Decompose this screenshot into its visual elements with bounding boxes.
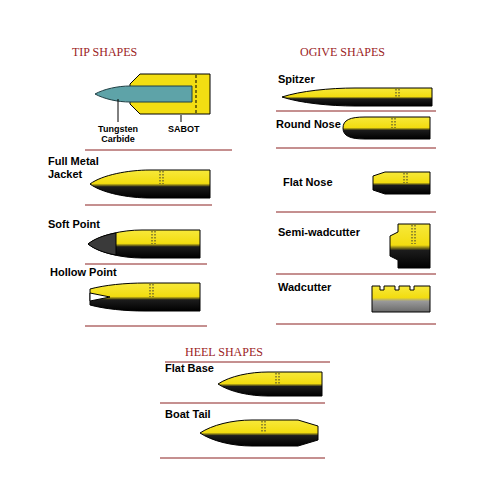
cannelure [396,89,397,97]
separator-line [276,324,436,325]
cannelure [152,231,153,244]
cannelure [415,225,416,244]
separator-line [85,205,212,206]
shape-label: Flat Nose [283,176,333,189]
bullet-shape [218,372,322,396]
hollow-cavity [90,293,110,301]
separator-line [276,274,436,275]
cannelure [404,173,405,183]
penetrator-shape [95,86,192,102]
shape-label: Full Metal Jacket [48,155,110,181]
cannelure [276,373,277,384]
bullet-shape [90,283,200,311]
separator-line [276,148,436,149]
shape-label: Spitzer [278,73,315,86]
cannelure [155,231,156,244]
separator-line [85,150,232,151]
shape-label: Round Nose [276,118,341,131]
cannelure [279,373,280,384]
cannelure [262,421,263,433]
cannelure [163,171,164,184]
part-label: Tungsten Carbide [94,124,142,144]
separator-line [85,264,207,265]
shape-label: Semi-wadcutter [278,226,360,239]
heel-bullets [200,372,322,446]
lead-tip [88,233,116,255]
cannelure [265,421,266,433]
cannelure [160,171,161,184]
cannelure [407,173,408,183]
section-heading: HEEL SHAPES [185,345,263,359]
tip-bullets [88,170,210,311]
sabot-seam [196,75,197,113]
section-heading: TIP SHAPES [72,45,137,59]
leader-line [118,99,119,122]
bullet-shape [90,170,210,198]
bullet-shape [372,286,430,312]
sabot-drawing [95,74,210,122]
section-heading: OGIVE SHAPES [300,45,385,59]
leader-line [181,115,182,122]
shape-label: Hollow Point [50,266,117,279]
bullet-shape [390,224,430,268]
bullet-shape [343,117,430,139]
separator-line [160,458,325,459]
cannelure [412,225,413,244]
separator-line [276,212,436,213]
separator-line [276,111,436,112]
cannelure [150,284,151,297]
bullet-shape [373,172,430,194]
separator-line [85,326,207,327]
part-label: SABOT [168,124,200,134]
separator-lines [85,111,436,458]
cannelure [395,118,396,128]
separator-line [160,403,325,404]
shape-label: Wadcutter [278,281,331,294]
cannelure [153,284,154,297]
cannelure [399,89,400,97]
bullet-shape [200,420,318,446]
shape-label: Flat Base [165,362,214,375]
bullet-shape [88,230,200,258]
cannelure [392,118,393,128]
bullet-shape [282,88,432,106]
shape-label: Soft Point [48,218,100,231]
shape-label: Boat Tail [165,408,211,421]
